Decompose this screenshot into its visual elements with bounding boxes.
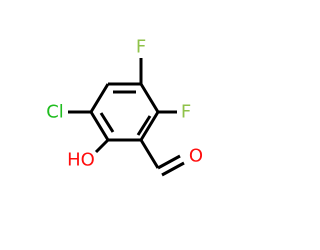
aldehyde-oxygen-label: O xyxy=(189,146,203,167)
ring-bond-c3-c4 xyxy=(139,111,160,141)
fluorine-top-label: F xyxy=(136,37,146,58)
aldehyde-double-bond-1 xyxy=(157,154,181,170)
ring-double-bond-inner-left xyxy=(99,112,115,133)
aldehyde-double-bond-2 xyxy=(161,161,185,177)
chlorine-label: Cl xyxy=(46,102,64,123)
ring-double-bond-inner-right xyxy=(136,115,152,136)
fluorine-right-label: F xyxy=(181,102,191,123)
ring-bond-c6-c1 xyxy=(89,83,110,113)
molecule-structure: Cl F F HO O xyxy=(46,37,203,177)
bond-to-aldehyde-carbon xyxy=(139,139,160,169)
bond-to-hydroxyl xyxy=(94,138,110,154)
ring-bond-c2-c3 xyxy=(139,83,160,113)
ring-bond-c5-c6 xyxy=(89,111,110,141)
hydroxyl-label: HO xyxy=(67,150,95,171)
